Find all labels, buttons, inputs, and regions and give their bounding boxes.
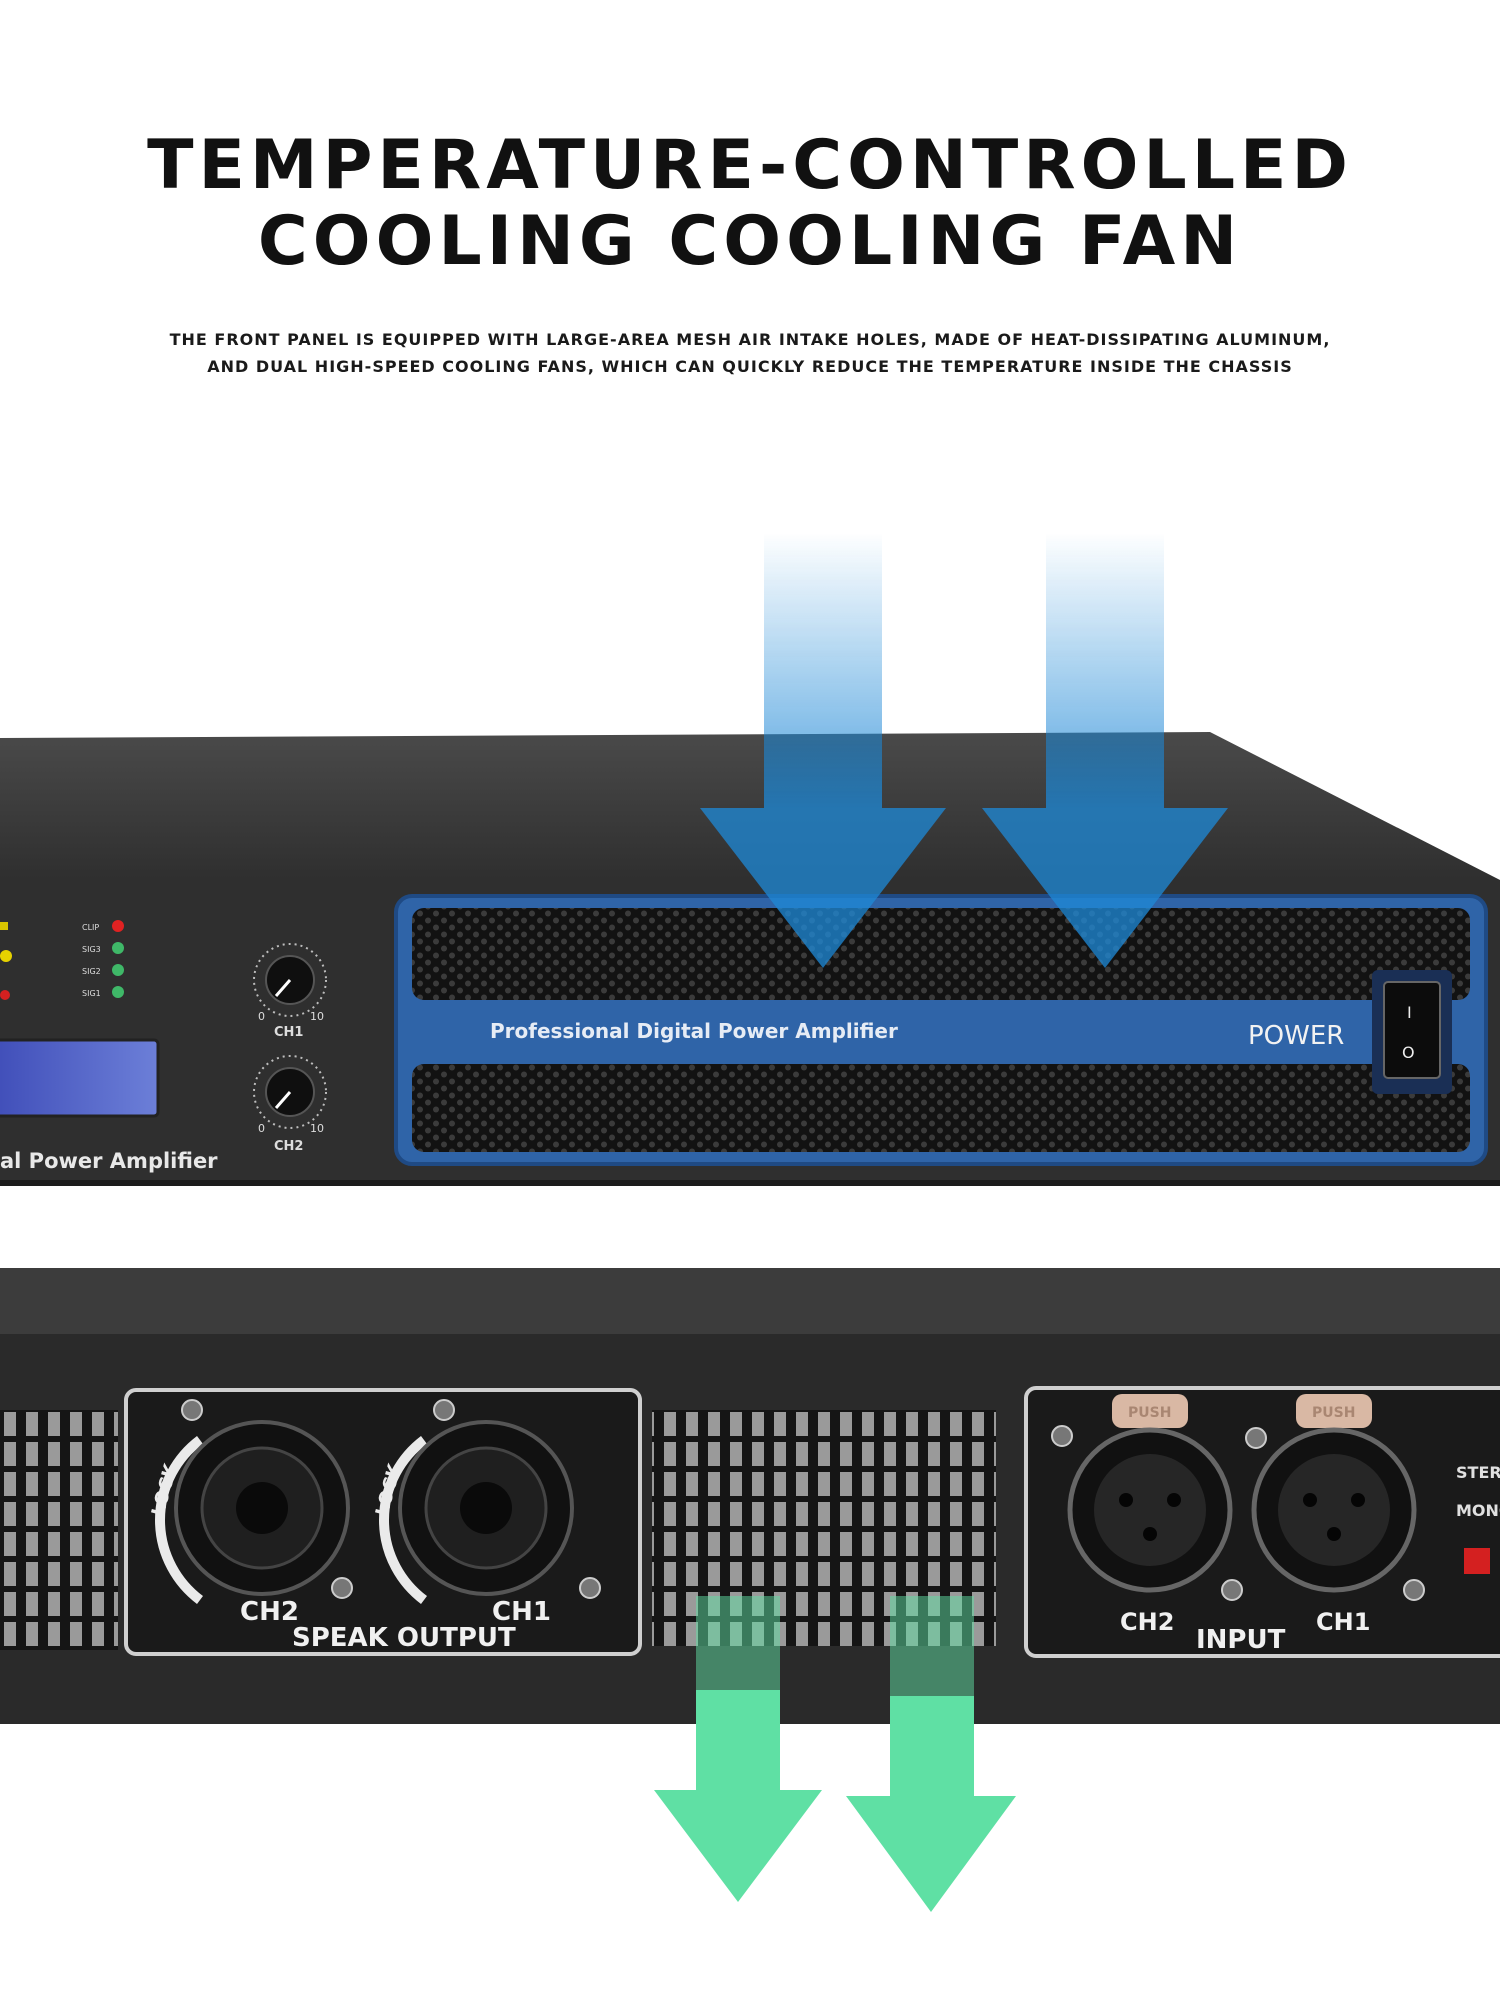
led-indicators: CLIP SIG3 SIG2 SIG1 bbox=[0, 920, 124, 1000]
page-subtitle-line-2: AND DUAL HIGH-SPEED COOLING FANS, WHICH … bbox=[207, 357, 1293, 376]
knob-ch2-label: CH2 bbox=[274, 1139, 303, 1154]
page-title: TEMPERATURE-CONTROLLED COOLING COOLING F… bbox=[0, 128, 1500, 280]
knob-ch2-min: 0 bbox=[258, 1122, 265, 1135]
intake-arrow-icon bbox=[700, 532, 946, 968]
knob-ch1-label: CH1 bbox=[274, 1025, 303, 1040]
led-label-sig3: SIG3 bbox=[82, 945, 101, 954]
exhaust-arrow-icon bbox=[654, 1596, 822, 1902]
power-label: POWER bbox=[1248, 1021, 1344, 1051]
xlr-ch2[interactable]: PUSH CH2 bbox=[1067, 1394, 1233, 1636]
led-indicator-icon bbox=[0, 950, 12, 962]
knob-ch2-max: 10 bbox=[310, 1122, 324, 1135]
knob-ch1-max: 10 bbox=[310, 1010, 324, 1023]
input-ch2-label: CH2 bbox=[1120, 1608, 1174, 1636]
speakon-ch2[interactable]: LOCK CH2 bbox=[148, 1420, 350, 1627]
led-label-sig1: SIG1 bbox=[82, 989, 101, 998]
push-tab-ch2[interactable] bbox=[1112, 1394, 1188, 1428]
power-switch-off: O bbox=[1402, 1043, 1415, 1062]
led-indicator-icon bbox=[0, 990, 10, 1000]
led-indicator-icon bbox=[112, 964, 124, 976]
speakon-ch2-label: CH2 bbox=[240, 1597, 299, 1627]
input-label: INPUT bbox=[1196, 1625, 1286, 1655]
page-subtitle-line-1: THE FRONT PANEL IS EQUIPPED WITH LARGE-A… bbox=[169, 330, 1331, 349]
brand-text: Professional Digital Power Amplifier bbox=[490, 1019, 898, 1043]
led-indicator-icon bbox=[0, 922, 8, 930]
front-amplifier-unit: CLIP SIG3 SIG2 SIG1 al Power Amplifier 0… bbox=[0, 732, 1500, 1186]
led-indicator-icon bbox=[112, 942, 124, 954]
power-switch-on: I bbox=[1407, 1003, 1412, 1022]
front-vent-panel: Professional Digital Power Amplifier POW… bbox=[394, 894, 1488, 1166]
brand-text-left: al Power Amplifier bbox=[0, 1149, 218, 1173]
lower-mesh-grille bbox=[412, 1064, 1470, 1152]
intake-arrow-icon bbox=[982, 532, 1228, 968]
led-label-clip: CLIP bbox=[82, 923, 99, 932]
rear-chassis-top bbox=[0, 1268, 1500, 1334]
push-tab-ch1-label: PUSH bbox=[1312, 1405, 1355, 1421]
speakon-ch1[interactable]: LOCK CH1 bbox=[372, 1420, 574, 1627]
knob-ch2[interactable]: 0 10 CH2 bbox=[253, 1055, 327, 1154]
mode-switch[interactable] bbox=[1464, 1548, 1490, 1574]
led-indicator-icon bbox=[112, 920, 124, 932]
mono-label: MONO bbox=[1456, 1501, 1500, 1520]
push-tab-ch2-label: PUSH bbox=[1128, 1405, 1171, 1421]
speakon-ch1-label: CH1 bbox=[492, 1597, 551, 1627]
led-indicator-icon bbox=[112, 986, 124, 998]
exhaust-arrow-icon bbox=[846, 1596, 1016, 1912]
knob-ch1-min: 0 bbox=[258, 1010, 265, 1023]
speak-output-label: SPEAK OUTPUT bbox=[292, 1623, 516, 1653]
page-title-line-2: COOLING COOLING FAN bbox=[257, 202, 1243, 281]
stereo-label: STEREO bbox=[1456, 1463, 1500, 1482]
input-panel: PUSH CH2 PUSH CH1 INPUT STEREO MONO bbox=[1024, 1386, 1500, 1658]
intake-airflow-arrows bbox=[700, 532, 1228, 968]
exhaust-airflow-arrows bbox=[654, 1596, 1016, 1912]
knob-ch1[interactable]: 0 10 CH1 bbox=[253, 943, 327, 1040]
rear-vent-left bbox=[0, 1410, 118, 1650]
page-subtitle: THE FRONT PANEL IS EQUIPPED WITH LARGE-A… bbox=[0, 326, 1500, 380]
input-ch1-label: CH1 bbox=[1316, 1608, 1370, 1636]
push-tab-ch1[interactable] bbox=[1296, 1394, 1372, 1428]
power-switch-icon[interactable] bbox=[1383, 981, 1441, 1079]
page-title-line-1: TEMPERATURE-CONTROLLED bbox=[147, 126, 1353, 205]
lcd-display bbox=[0, 1038, 160, 1118]
upper-mesh-grille bbox=[412, 908, 1470, 1000]
xlr-ch1[interactable]: PUSH CH1 bbox=[1251, 1394, 1417, 1636]
led-label-sig2: SIG2 bbox=[82, 967, 101, 976]
speak-output-panel: LOCK CH2 LOCK CH1 SPEAK OUTPUT bbox=[124, 1388, 642, 1656]
power-switch[interactable]: I O bbox=[1383, 981, 1441, 1079]
